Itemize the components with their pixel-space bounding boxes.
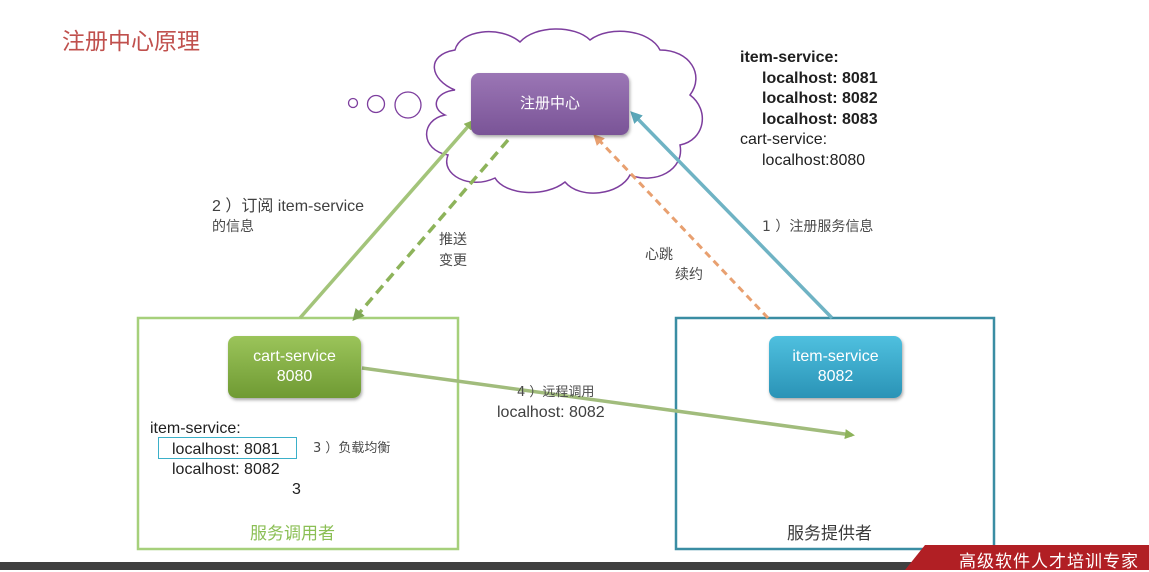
cloud-bubble-small xyxy=(347,97,359,109)
cart-service-name: cart-service xyxy=(253,348,336,365)
footer-bar xyxy=(0,562,1149,570)
local-host: localhost: 8082 xyxy=(172,461,280,478)
registry-service-name: cart-service: xyxy=(740,131,828,148)
registry-host: localhost:8080 xyxy=(762,151,866,169)
provider-box xyxy=(674,316,996,551)
local-extra-digit: 3 xyxy=(292,481,301,498)
item-service-node: item-service 8082 xyxy=(769,336,902,398)
cloud-bubble-large xyxy=(394,91,422,119)
cloud-bubble-medium xyxy=(366,94,386,114)
remote-call-label: 4 ）远程调用 xyxy=(517,385,595,400)
registry-node-label: 注册中心 xyxy=(519,95,580,112)
consumer-box xyxy=(136,316,460,551)
page-title: 注册中心原理 xyxy=(62,29,200,55)
cart-service-port: 8080 xyxy=(276,368,313,385)
registry-service-name: item-service: xyxy=(740,49,839,66)
subscribe-label: 2 ）订阅 item-service xyxy=(212,198,365,215)
push-arrow xyxy=(352,138,510,322)
footer-slogan: 高级软件人才培训专家 xyxy=(959,552,1139,572)
cart-service-node: cart-service 8080 xyxy=(228,336,361,398)
local-service-name: item-service: xyxy=(150,420,241,437)
heartbeat-label-2: 续约 xyxy=(675,267,703,283)
heartbeat-arrow xyxy=(593,134,770,320)
register-arrow xyxy=(630,111,834,320)
registry-node: 注册中心 xyxy=(471,73,629,135)
push-label: 推送 xyxy=(439,232,467,248)
push-label-2: 变更 xyxy=(439,253,467,269)
load-balance-highlight xyxy=(158,437,297,459)
registry-host: localhost: 8083 xyxy=(762,110,878,128)
load-balance-label: 3 ）负载均衡 xyxy=(313,441,391,456)
consumer-box-label: 服务调用者 xyxy=(250,524,335,543)
heartbeat-label: 心跳 xyxy=(645,247,673,263)
item-service-name: item-service xyxy=(792,348,879,365)
register-label: 1 ）注册服务信息 xyxy=(762,219,874,235)
subscribe-label-2: 的信息 xyxy=(212,219,254,235)
consumer-local-list: item-service: localhost: 8081 localhost:… xyxy=(150,419,280,481)
item-service-port: 8082 xyxy=(817,368,854,385)
remote-call-target: localhost: 8082 xyxy=(497,404,605,421)
registry-host: localhost: 8082 xyxy=(762,90,878,107)
local-host: localhost: 8081 xyxy=(172,440,280,458)
subscribe-arrow xyxy=(298,119,474,320)
registry-host: localhost: 8081 xyxy=(762,69,878,87)
footer-badge: 高级软件人才培训专家 xyxy=(905,545,1149,570)
provider-box-label: 服务提供者 xyxy=(787,524,872,543)
registry-service-list: item-service: localhost: 8081 localhost:… xyxy=(740,48,878,171)
remote-call-arrow xyxy=(361,366,855,440)
